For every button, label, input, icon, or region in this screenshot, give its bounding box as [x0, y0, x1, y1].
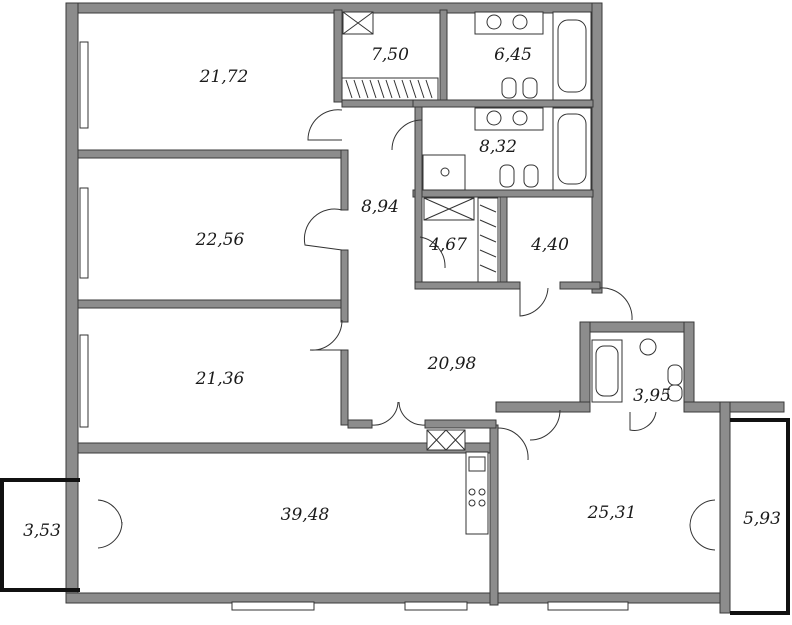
closet-rail-icon	[341, 77, 439, 101]
bathtub-icon	[552, 107, 592, 191]
balcony-right-outline	[730, 418, 790, 615]
room-area-bathroom-1: 6,45	[494, 45, 532, 65]
toilet-icon	[499, 164, 515, 188]
bathtub-icon	[552, 11, 592, 101]
stove-burner-icon	[468, 488, 476, 496]
window-bedroom-4	[547, 601, 629, 611]
room-area-closet: 7,50	[371, 45, 409, 65]
room-area-bedroom-1: 21,72	[199, 67, 249, 87]
room-area-balcony-left: 3,53	[23, 521, 61, 541]
interior-walls	[77, 9, 601, 606]
balconies	[0, 418, 790, 615]
room-area-living-room: 39,48	[281, 505, 330, 525]
fixtures	[341, 11, 683, 535]
bidet-icon	[667, 384, 683, 402]
room-area-corridor: 8,94	[361, 197, 399, 217]
outer-walls	[65, 2, 785, 614]
windows	[79, 41, 629, 611]
kitchen-counter-icon	[465, 451, 489, 535]
room-area-storage-1: 4,67	[428, 235, 467, 255]
balcony-left-outline	[0, 478, 80, 592]
room-area-bathroom-3: 3,95	[633, 386, 671, 406]
rail-icon	[477, 197, 499, 283]
kitchen-sink-icon	[468, 456, 486, 472]
room-area-balcony-right: 5,93	[743, 509, 781, 529]
window-bedroom-2	[79, 187, 89, 279]
sink-icon	[639, 338, 657, 356]
room-area-storage-2: 4,40	[530, 235, 569, 255]
bidet-icon	[522, 77, 538, 99]
room-area-hall: 20,98	[427, 354, 477, 374]
toilet-icon	[667, 364, 683, 386]
stove-burner-icon	[468, 499, 476, 507]
stove-burner-icon	[478, 488, 486, 496]
stove-burner-icon	[478, 499, 486, 507]
doors	[97, 109, 716, 551]
sink-icon	[474, 11, 544, 35]
kitchen-shelf-icon	[426, 429, 466, 451]
window-bedroom-1	[79, 41, 89, 129]
window-bedroom-3	[79, 334, 89, 428]
sink-icon	[474, 107, 544, 131]
room-area-bedroom-2: 22,56	[195, 230, 245, 250]
window-living-2	[404, 601, 468, 611]
toilet-icon	[501, 77, 517, 99]
room-area-bedroom-4: 25,31	[587, 503, 637, 523]
shower-icon	[422, 154, 466, 191]
window-living-1	[231, 601, 315, 611]
room-area-bedroom-3: 21,36	[195, 369, 245, 389]
bidet-icon	[523, 164, 539, 188]
room-area-bathroom-2: 8,32	[479, 137, 517, 157]
room-labels: 21,72 7,50 6,45 8,32 8,94 22,56 4,67 4,4…	[23, 45, 781, 541]
